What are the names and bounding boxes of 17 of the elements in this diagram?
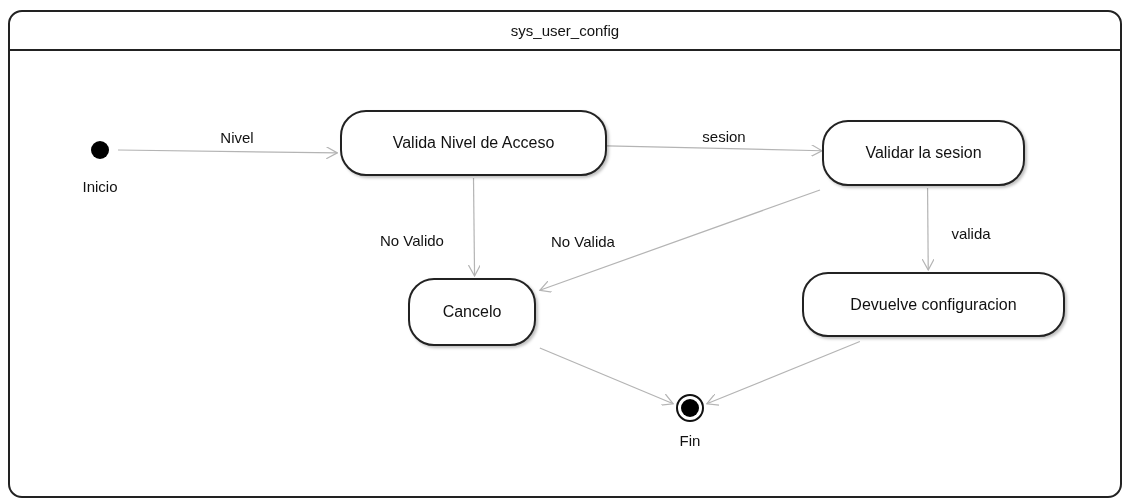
state-box: Validar la sesion bbox=[822, 120, 1025, 186]
final-state bbox=[676, 394, 704, 422]
state-box: Cancelo bbox=[408, 278, 536, 346]
state-box: Valida Nivel de Acceso bbox=[340, 110, 607, 176]
frame-title: sys_user_config bbox=[510, 22, 620, 39]
state-box: Devuelve configuracion bbox=[802, 272, 1065, 337]
transition-arrow bbox=[606, 143, 823, 158]
state-label: Inicio bbox=[82, 177, 118, 195]
transition-arrow bbox=[539, 189, 821, 293]
state-label: Fin bbox=[679, 431, 701, 449]
transition-arrow bbox=[921, 187, 935, 271]
transition-arrow bbox=[706, 340, 861, 406]
transition-arrow bbox=[117, 146, 338, 160]
initial-state bbox=[91, 141, 109, 159]
transition-arrow bbox=[467, 177, 482, 277]
transition-arrow bbox=[539, 347, 674, 406]
diagram-frame bbox=[8, 10, 1122, 498]
